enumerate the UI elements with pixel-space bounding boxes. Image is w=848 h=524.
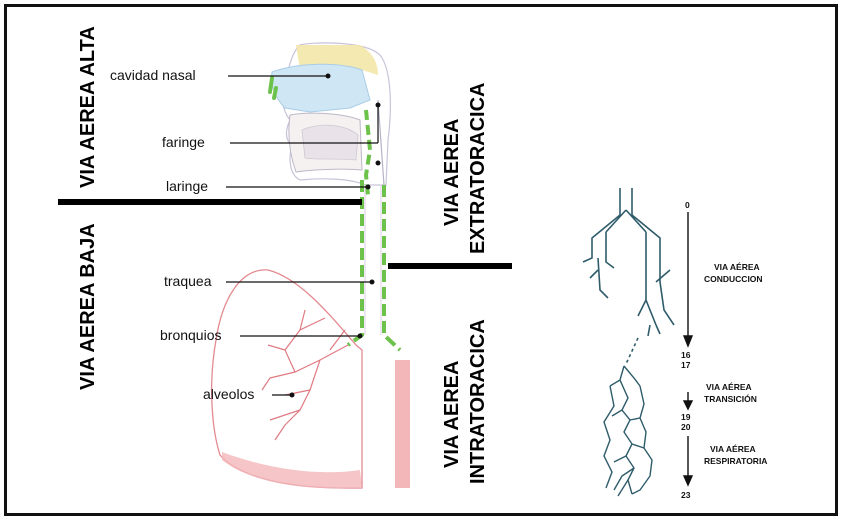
generation-19: 19 — [681, 412, 691, 422]
bronchial-tree-pink — [261, 309, 349, 441]
zone-respiratoria-line2: RESPIRATORIA — [704, 456, 767, 466]
region-via-aerea-alta: VIA AEREA ALTA — [77, 26, 99, 188]
label-traquea: traquea — [164, 273, 212, 289]
generation-17: 17 — [681, 360, 691, 370]
region-extra-line2: EXTRATORACICA — [467, 83, 489, 254]
lung-outline — [210, 269, 363, 489]
generation-23: 23 — [681, 490, 691, 500]
zone-conduccion-line2: CONDUCCION — [704, 274, 763, 284]
trachea-wall-right — [382, 185, 402, 352]
figure-frame — [4, 4, 838, 516]
generation-20: 20 — [681, 422, 691, 432]
label-faringe: faringe — [162, 134, 205, 150]
generation-axis — [682, 212, 694, 487]
zone-transicion-line2: TRANSICIÓN — [704, 393, 757, 404]
label-alveolos: alveolos — [203, 386, 254, 402]
airway-back-wall — [377, 99, 385, 186]
label-bronquios: bronquios — [160, 327, 222, 343]
nasal-cavity-shape — [271, 63, 371, 113]
zone-conduccion-line1: VIA AÉREA — [714, 262, 760, 272]
right-lung-strip — [395, 360, 410, 488]
airway-branching-tree — [582, 188, 675, 337]
region-intra-line1: VIA AEREA — [441, 361, 463, 468]
region-via-aerea-baja: VIA AEREA BAJA — [77, 223, 99, 390]
pointer-lines — [226, 75, 379, 396]
label-laringe: laringe — [166, 178, 208, 194]
generation-16: 16 — [681, 350, 691, 360]
airway-alveolar-tree — [603, 365, 653, 497]
upper-airway-green — [268, 76, 278, 100]
generation-0: 0 — [685, 200, 690, 210]
region-extra-line1: VIA AEREA — [441, 119, 463, 226]
lung-base-shading — [222, 452, 362, 489]
label-cavidad-nasal: cavidad nasal — [110, 67, 196, 83]
pointer-dots — [289, 73, 381, 398]
region-intra-line2: INTRATORACICA — [467, 319, 489, 484]
tree-gap-dashes — [625, 337, 639, 365]
zone-transicion-line1: VIA AÉREA — [706, 382, 752, 392]
zone-respiratoria-line1: VIA AÉREA — [710, 444, 756, 454]
trachea-tube — [364, 185, 382, 335]
